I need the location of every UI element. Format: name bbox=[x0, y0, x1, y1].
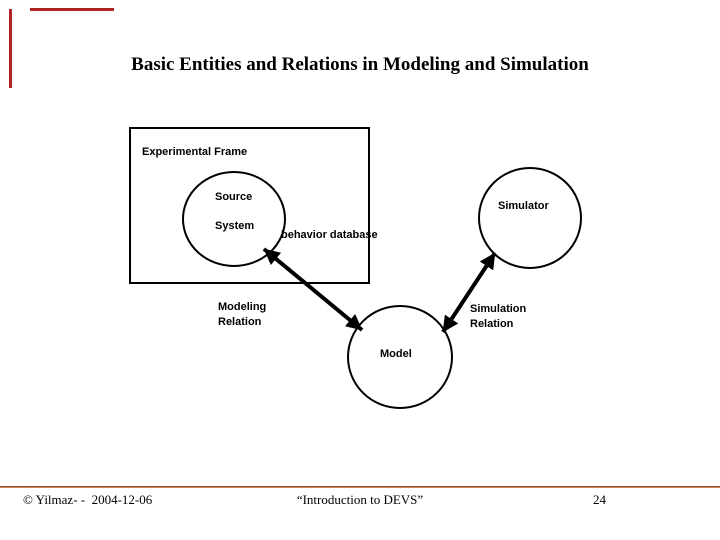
model-circle bbox=[347, 305, 453, 409]
behavior-database-label: behavior database bbox=[281, 229, 378, 241]
modeling-relation-label: Modeling Relation bbox=[218, 301, 267, 328]
red-accent-line-top bbox=[30, 8, 114, 11]
experimental-frame-label: Experimental Frame bbox=[142, 146, 248, 158]
red-accent-line-left bbox=[9, 9, 12, 88]
simulation-relation-label: Simulation Relation bbox=[470, 303, 527, 330]
simulation-relation-arrow bbox=[441, 251, 497, 334]
source-system-circle bbox=[182, 171, 286, 267]
footer-copyright: © Yilmaz- - 2004-12-06 bbox=[23, 492, 153, 507]
simulator-label: Simulator bbox=[498, 200, 549, 212]
source-system-label: Source System bbox=[215, 191, 255, 232]
slide-title: Basic Entities and Relations in Modeling… bbox=[131, 54, 589, 75]
model-label: Model bbox=[380, 348, 412, 360]
experimental-frame-box bbox=[129, 127, 370, 284]
modeling-relation-arrow bbox=[262, 247, 364, 332]
simulator-circle bbox=[478, 167, 582, 269]
footer-presentation-title: “Introduction to DEVS” bbox=[296, 492, 424, 507]
footer-page-number: 24 bbox=[593, 492, 606, 507]
footer-rule bbox=[0, 486, 720, 488]
